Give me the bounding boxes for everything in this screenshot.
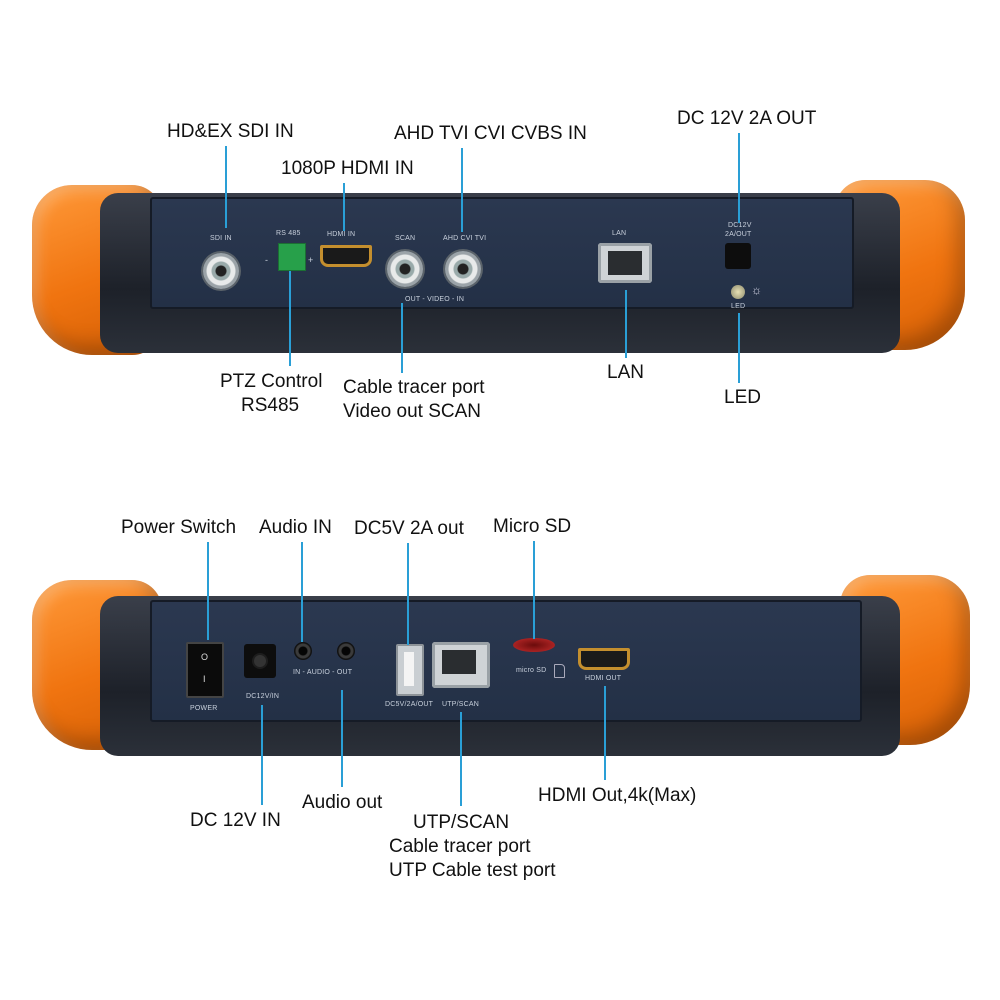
cable-callout-line2: Video out SCAN [343,401,482,422]
hdmi-in-leader [343,183,345,231]
ptz-callout-line1: PTZ Control [220,371,323,392]
scan-bnc-port[interactable] [387,251,423,287]
audio-in-jack[interactable] [294,642,312,660]
hdmi-out-silk: HDMI OUT [585,675,622,682]
audio-in-leader [301,542,303,642]
micro-sd-leader [533,541,535,639]
audio-out-callout: Audio out [302,792,383,813]
ptz-callout-line2: RS485 [241,395,300,416]
dc-2a-out-silk: 2A/OUT [725,231,752,238]
rs485-terminal[interactable] [278,243,306,271]
lan-port[interactable] [598,243,652,283]
utp-leader [460,712,462,806]
dc-out-callout: DC 12V 2A OUT [677,108,817,129]
lan-silk: LAN [612,230,627,237]
led-silk: LED [731,303,746,310]
utp-callout-line1: UTP/SCAN [413,812,510,833]
hdmi-in-port[interactable] [320,245,372,267]
power-switch[interactable]: O I [186,642,224,698]
usb-port[interactable] [396,644,424,696]
power-leader [207,542,209,640]
dc5v-callout: DC5V 2A out [354,518,464,539]
audio-out-jack[interactable] [337,642,355,660]
hdmi-out-leader [604,686,606,780]
led-callout: LED [724,387,761,408]
power-callout: Power Switch [121,517,237,538]
dc-in-callout: DC 12V IN [190,810,281,831]
sdi-silk: SDI IN [210,235,232,242]
bulb-icon: ☼ [751,283,763,297]
analog-callout: AHD TVI CVI CVBS IN [394,123,587,144]
sdi-bnc-port[interactable] [203,253,239,289]
rs485-silk: RS 485 [276,230,301,237]
micro-sd-slot[interactable] [513,638,555,652]
top-device: SDI IN RS 485 - + HDMI IN SCAN AHD CVI T… [0,175,1000,375]
utp-port[interactable] [432,642,490,688]
hdmi-out-callout: HDMI Out,4k(Max) [538,785,697,806]
sd-card-icon [554,664,565,678]
ptz-leader [289,271,291,366]
sdi-leader [225,146,227,228]
dc5v-leader [407,543,409,645]
cable-callout-line1: Cable tracer port [343,377,485,398]
dc-out-leader [738,133,740,223]
utp-callout-line3: UTP Cable test port [389,860,556,881]
micro-sd-silk: micro SD [516,667,547,674]
analog-leader [461,148,463,232]
ahd-silk: AHD CVI TVI [443,235,487,242]
dc-in-leader [261,705,263,805]
utp-callout-line2: Cable tracer port [389,836,531,857]
scan-silk: SCAN [395,235,416,242]
dc12v-silk: DC12V [728,222,752,229]
ahd-bnc-port[interactable] [445,251,481,287]
dc-in-jack[interactable] [244,644,276,678]
hdmi-in-silk: HDMI IN [327,231,356,238]
led-indicator [731,285,745,299]
usb-tongue [404,652,414,686]
power-silk: POWER [190,705,218,712]
video-silk: OUT - VIDEO - IN [405,296,465,303]
rs485-minus: - [265,255,269,265]
bottom-device: O I POWER DC12V/IN IN - AUDIO - OUT DC5V… [0,572,1000,772]
dc-in-pin [254,655,266,667]
lan-leader [625,290,627,358]
dc-in-silk: DC12V/IN [246,693,280,700]
power-off-mark: I [203,674,206,684]
micro-sd-callout: Micro SD [493,516,572,537]
power-on-mark: O [201,652,209,662]
audio-in-callout: Audio IN [259,517,332,538]
utp-silk: UTP/SCAN [442,701,479,708]
hdmi-in-callout: 1080P HDMI IN [281,158,414,179]
sdi-callout: HD&EX SDI IN [167,121,294,142]
dc-out-jack[interactable] [725,243,751,269]
lan-callout: LAN [607,362,644,383]
rs485-plus: + [308,255,314,265]
cable-leader [401,303,403,373]
audio-out-leader [341,690,343,787]
audio-silk: IN - AUDIO - OUT [293,669,353,676]
led-leader [738,313,740,383]
hdmi-out-port[interactable] [578,648,630,670]
usb-silk: DC5V/2A/OUT [385,701,434,708]
